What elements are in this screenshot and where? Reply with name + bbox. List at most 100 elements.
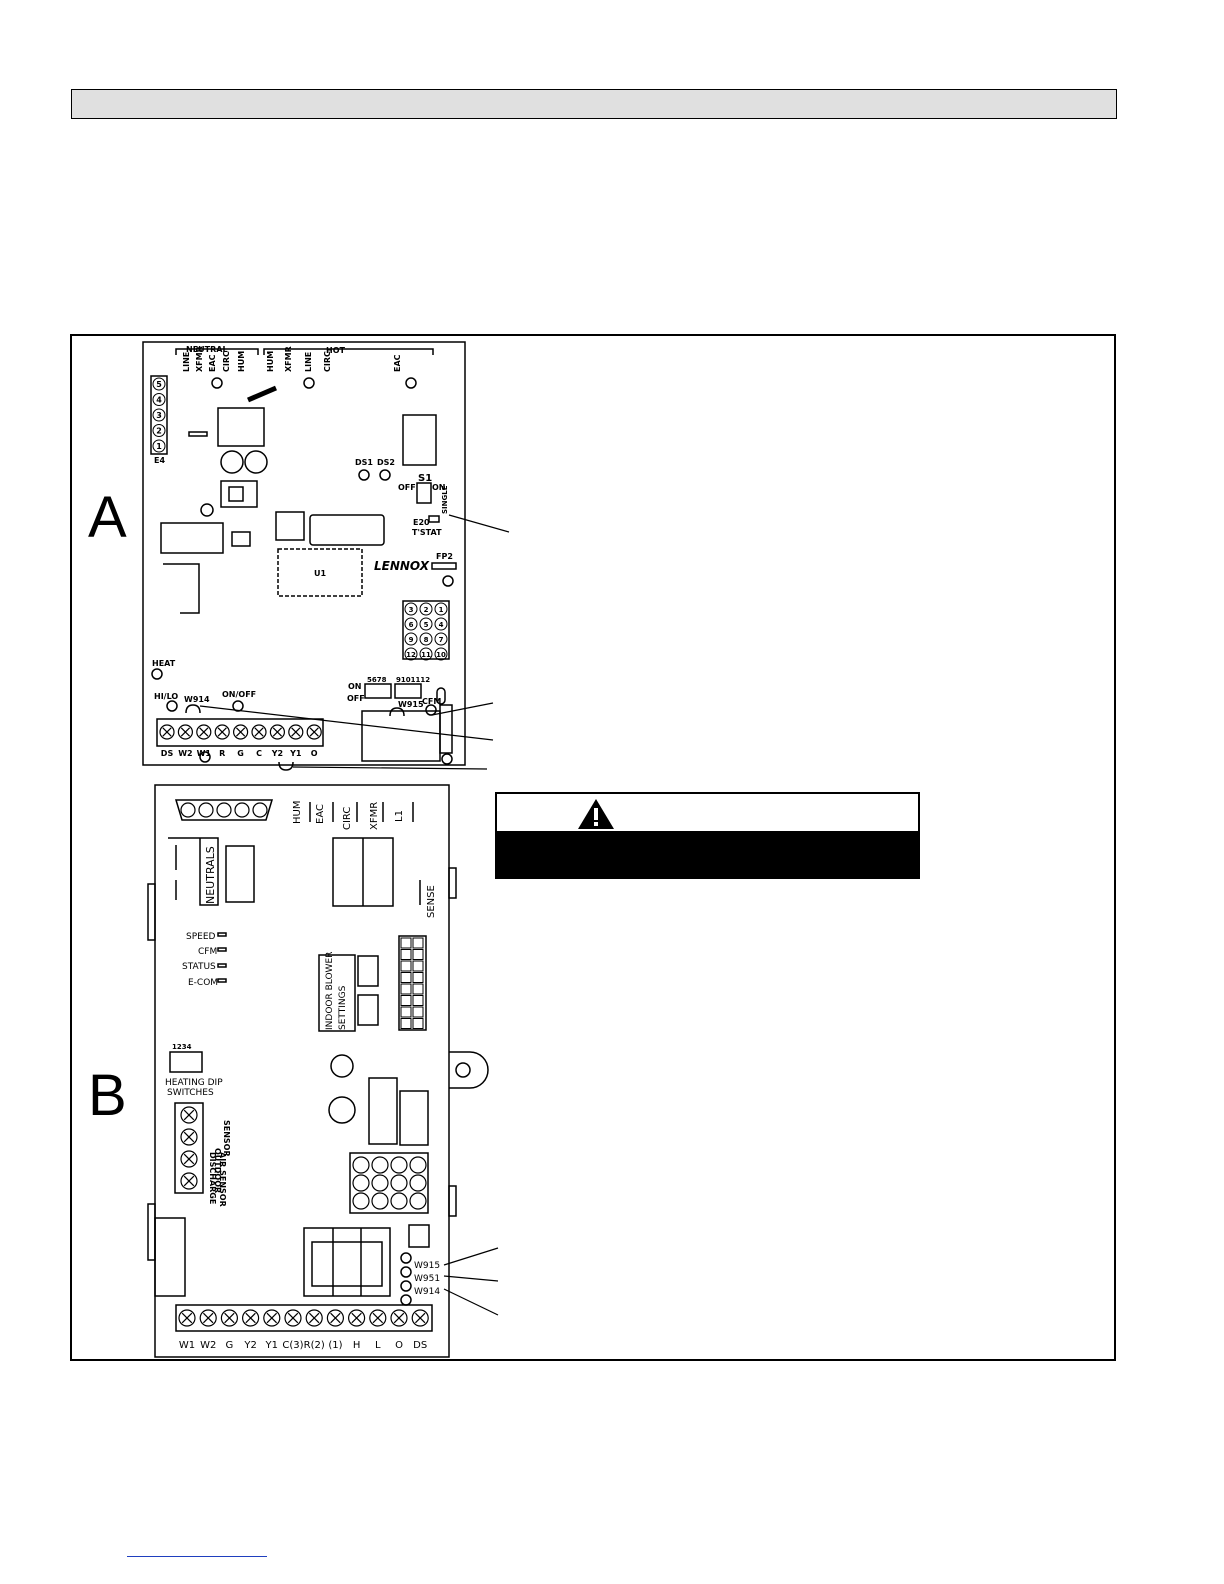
bracket-part [163, 563, 200, 614]
board-b-outline [154, 784, 450, 1358]
terminal-screw-b[interactable] [284, 1309, 302, 1327]
e4-pin-label: 2 [156, 427, 162, 436]
terminal-screw-r[interactable] [214, 724, 230, 740]
grid-pin [412, 1006, 424, 1018]
e4-pin-label: 4 [156, 396, 162, 405]
grid-pin [400, 1006, 412, 1018]
terminal-label-r: R [219, 749, 225, 758]
terminal-screw-w2[interactable] [177, 724, 193, 740]
terminal-screw-b[interactable] [220, 1309, 238, 1327]
plug-12pin [402, 600, 450, 660]
connector-16pin [398, 935, 427, 1031]
plug-pin [390, 1174, 408, 1192]
grid-pin [412, 949, 424, 960]
terminal-screw-y2[interactable] [269, 724, 285, 740]
terminal-screw-b[interactable] [178, 1309, 196, 1327]
b-w915: W915 [414, 1261, 440, 1271]
terminal-screw-g[interactable] [233, 724, 249, 740]
b-switches: SWITCHES [167, 1088, 214, 1098]
plug-pin-label: 10 [436, 651, 446, 659]
neutral-eac: EAC [208, 354, 217, 372]
b-circ: CIRC [342, 807, 353, 830]
sensor-terminal-screw[interactable] [180, 1106, 198, 1124]
screw-slot [162, 727, 172, 737]
top-connector-pin [216, 802, 232, 818]
hot-bracket [263, 348, 434, 355]
sensor-terminal-screw[interactable] [180, 1150, 198, 1168]
hot-circ: CIRC [323, 351, 332, 372]
grid-pin [412, 1018, 424, 1029]
terminal-screw-b[interactable] [305, 1309, 323, 1327]
w914-label: W914 [184, 695, 210, 704]
s1-switch [416, 482, 432, 504]
b-sensor: SENSOR [222, 1120, 231, 1157]
heat-led [151, 668, 163, 680]
e4-connector [150, 375, 168, 455]
b-led-speed: SPEED [186, 932, 216, 942]
e4-pin-label: 3 [156, 411, 162, 420]
terminal-screw-w1[interactable] [196, 724, 212, 740]
b-l1: L1 [394, 810, 405, 822]
terminal-screw-b[interactable] [326, 1309, 344, 1327]
fp2-fuse [431, 562, 457, 570]
neutral-label: NEUTRAL [186, 345, 228, 354]
grid-pin [412, 995, 424, 1006]
small-part [231, 531, 251, 547]
tstat-label: T'STAT [412, 528, 442, 537]
terminal-screw-c[interactable] [251, 724, 267, 740]
terminal-screw-b[interactable] [263, 1309, 281, 1327]
terminal-screw-b[interactable] [411, 1309, 429, 1327]
plug-pin [404, 632, 418, 646]
sensor-terminal-screw[interactable] [180, 1172, 198, 1190]
terminal-label-b: W1 [179, 1340, 195, 1351]
terminal-screw-o[interactable] [306, 724, 322, 740]
lennox-brand: LENNOX [374, 559, 430, 573]
b-w951: W951 [414, 1274, 440, 1284]
b-led-ecom: E-COM [188, 978, 218, 988]
led-ecom [217, 978, 227, 983]
terminal-label-b: G [226, 1340, 234, 1351]
plug-pin-label: 12 [406, 651, 416, 659]
screw-slot [217, 727, 227, 737]
side-tab [448, 867, 457, 899]
cfm-led [425, 704, 437, 716]
led-status [217, 963, 227, 968]
screw-slot [272, 727, 283, 737]
hilo-hole [166, 700, 178, 712]
dip-off-label: OFF [347, 694, 365, 703]
b-hum: HUM [292, 801, 303, 824]
terminal-screw-b[interactable] [369, 1309, 387, 1327]
screw-slot [183, 1153, 195, 1165]
terminal-label-b: Y2 [243, 1340, 256, 1351]
mount-hole [200, 503, 214, 517]
screw-slot [414, 1312, 426, 1324]
section-header-bar [71, 89, 1117, 119]
plug-pin [371, 1156, 389, 1174]
terminal-screw-y1[interactable] [288, 724, 304, 740]
neutrals-bracket [168, 837, 219, 906]
hot-xfmr: XFMR [284, 346, 293, 372]
sensor-terminal-screw[interactable] [180, 1128, 198, 1146]
terminal-label-b: Y1 [265, 1340, 278, 1351]
capacitor [330, 1054, 354, 1078]
blower-dip-2 [357, 994, 379, 1026]
terminal-label-b: DS [413, 1340, 427, 1351]
figure-frame [70, 334, 1116, 1361]
connector-chip [309, 514, 385, 546]
screw-slot [235, 727, 246, 737]
screw-slot [308, 1312, 320, 1324]
terminal-label-ds: DS [161, 749, 174, 758]
plug-pin [404, 647, 418, 661]
leader-line [292, 766, 488, 770]
e4-pin [152, 377, 166, 391]
side-tab [448, 1185, 457, 1217]
neutral-circ: CIRC [222, 351, 231, 372]
terminal-screw-b[interactable] [348, 1309, 366, 1327]
relay-k [160, 522, 224, 554]
terminal-screw-b[interactable] [242, 1309, 260, 1327]
terminal-screw-ds[interactable] [159, 724, 175, 740]
footer-link-underline[interactable] [127, 1556, 267, 1557]
ds2-led [379, 469, 391, 481]
terminal-screw-b[interactable] [390, 1309, 408, 1327]
terminal-screw-b[interactable] [199, 1309, 217, 1327]
